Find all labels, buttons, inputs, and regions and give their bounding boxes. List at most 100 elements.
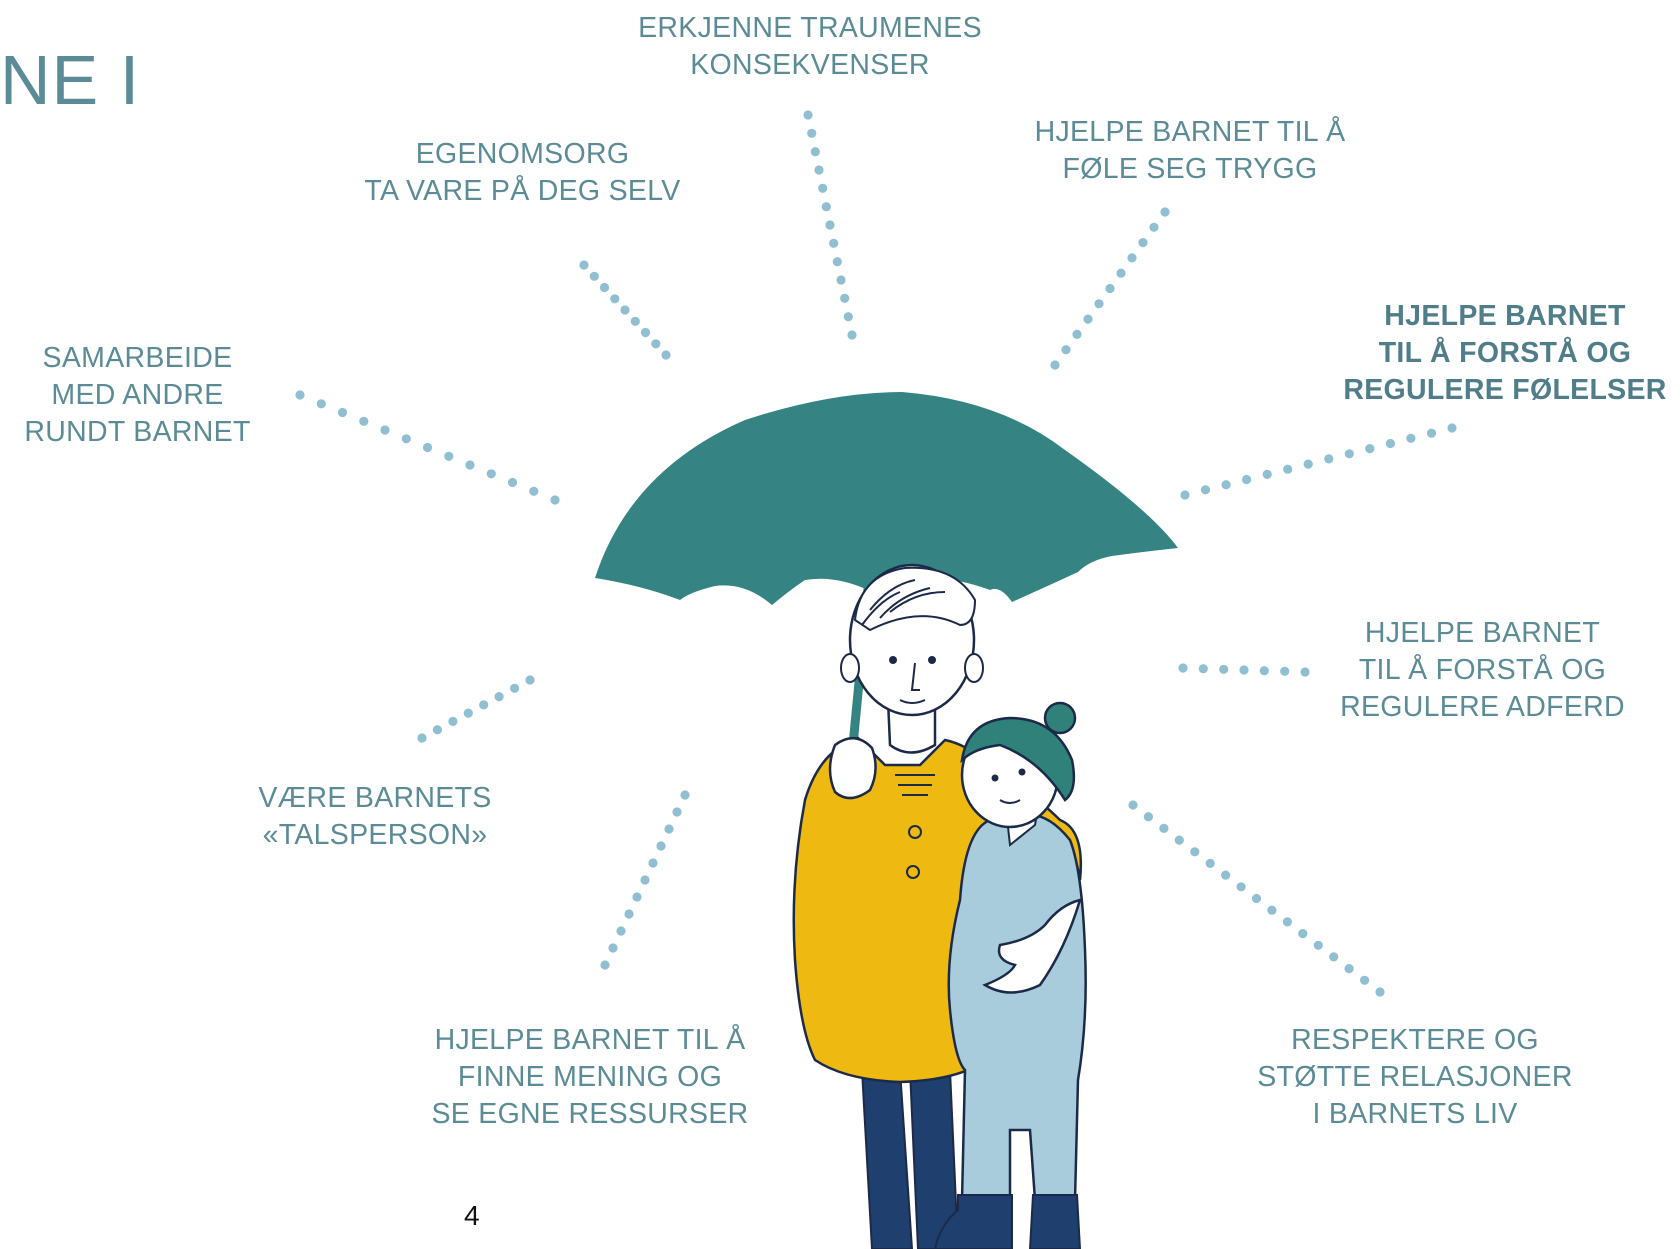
ray-talsperson-dot	[494, 692, 504, 702]
child-eye	[1018, 768, 1026, 776]
ray-mening-dot	[672, 807, 682, 817]
ray-erkjenne-dot	[843, 312, 853, 322]
label-adferd: HJELPE BARNET TIL Å FORSTÅ OG REGULERE A…	[1340, 617, 1625, 723]
ray-trygg-dot	[1072, 329, 1082, 339]
ray-adferd-dot	[1239, 665, 1249, 675]
ray-folelser-dot	[1447, 423, 1457, 433]
label-mening: HJELPE BARNET TIL Å FINNE MENING OG SE E…	[431, 1024, 749, 1130]
adult-legs	[860, 1069, 960, 1249]
ray-samarbeide-dot	[295, 390, 305, 400]
ray-trygg-dot	[1138, 238, 1148, 248]
adult-eye	[889, 656, 897, 664]
label-trygg: HJELPE BARNET TIL Å FØLE SEG TRYGG	[1034, 116, 1346, 185]
child-boots	[933, 1194, 1082, 1249]
ray-relasjoner-dot	[1143, 812, 1153, 822]
ray-egenomsorg-dot	[579, 260, 589, 270]
ray-samarbeide-dot	[507, 477, 518, 488]
ray-trygg-dot	[1105, 283, 1115, 294]
page-title: NE I	[0, 41, 141, 119]
ray-relasjoner-dot	[1190, 847, 1200, 857]
label-talsperson: VÆRE BARNETS «TALSPERSON»	[258, 782, 492, 851]
ray-samarbeide-dot	[422, 442, 433, 453]
ray-trygg-dot	[1149, 222, 1159, 232]
ray-talsperson-dot	[479, 700, 489, 710]
ray-mening-dot	[616, 926, 626, 936]
label-folelser: HJELPE BARNET TIL Å FORSTÅ OG REGULERE F…	[1343, 300, 1667, 406]
ray-talsperson-dot	[432, 725, 442, 735]
child-hat-pompom	[1043, 701, 1077, 735]
ray-egenomsorg-dot	[661, 350, 671, 360]
ray-trygg-dot	[1083, 314, 1093, 324]
child-mouth	[999, 799, 1021, 804]
adult-nose	[910, 662, 920, 691]
ray-folelser-dot	[1221, 480, 1231, 490]
ray-egenomsorg-dot	[610, 294, 620, 304]
ray-folelser-dot	[1324, 454, 1334, 464]
child-suit	[947, 813, 1087, 1202]
ray-egenomsorg-dot	[599, 282, 610, 293]
adult-hand	[828, 737, 877, 800]
ray-talsperson-dot	[448, 716, 458, 727]
ray-mening-dot	[656, 841, 666, 851]
ray-talsperson-dot	[463, 708, 473, 718]
ray-relasjoner-dot	[1282, 917, 1292, 927]
ray-folelser-dot	[1200, 485, 1211, 495]
adult-hugging-hand	[982, 898, 1082, 994]
ray-adferd-dot	[1219, 664, 1229, 674]
ray-adferd-dot	[1280, 666, 1290, 676]
ray-trygg-dot	[1094, 299, 1104, 309]
ray-erkjenne-dot	[847, 330, 857, 340]
child-eye	[991, 774, 999, 782]
ray-relasjoner-dot	[1251, 893, 1262, 904]
ray-egenomsorg-dot	[620, 305, 630, 315]
ray-relasjoner-dot	[1344, 964, 1354, 974]
ray-relasjoner-dot	[1174, 835, 1184, 845]
ray-folelser-dot	[1303, 459, 1313, 469]
hair-strokes	[861, 579, 946, 626]
ray-talsperson-dot	[509, 683, 520, 693]
ray-adferd-dot	[1178, 663, 1188, 673]
ray-erkjenne-dot	[829, 238, 839, 248]
ray-erkjenne-dot	[818, 183, 828, 193]
ray-mening-dot	[600, 960, 610, 970]
ray-relasjoner-dot	[1298, 929, 1308, 939]
ray-mening-dot	[608, 943, 618, 953]
ray-folelser-dot	[1406, 433, 1416, 443]
ray-trygg-dot	[1160, 207, 1170, 217]
ray-samarbeide-dot	[444, 451, 454, 461]
ray-relasjoner-dot	[1221, 870, 1231, 880]
adult-ear	[840, 653, 860, 683]
ray-mening-dot	[632, 892, 642, 902]
child-hat	[960, 716, 1076, 802]
ray-folelser-dot	[1180, 490, 1190, 500]
ray-trygg-dot	[1116, 268, 1126, 278]
ray-mening-dot	[648, 858, 658, 868]
ray-egenomsorg-dot	[651, 339, 661, 349]
ray-relasjoner-dot	[1236, 882, 1246, 892]
ray-relasjoner-dot	[1360, 975, 1370, 985]
ray-folelser-dot	[1283, 464, 1293, 474]
ray-adferd-dot	[1198, 664, 1208, 674]
ray-erkjenne-dot	[810, 147, 820, 157]
ray-egenomsorg-dot	[640, 327, 651, 338]
ray-relasjoner-dot	[1313, 940, 1323, 950]
ray-trygg-dot	[1127, 253, 1137, 263]
ray-trygg-dot	[1061, 345, 1071, 355]
ray-relasjoner-dot	[1375, 987, 1385, 997]
ray-egenomsorg-dot	[589, 271, 599, 281]
ray-erkjenne-dot	[803, 110, 813, 120]
ray-relasjoner-dot	[1329, 952, 1339, 962]
adult-ear	[964, 653, 984, 683]
ray-mening-dot	[624, 909, 634, 919]
label-relasjoner: RESPEKTERE OG STØTTE RELASJONER I BARNET…	[1257, 1024, 1573, 1130]
ray-erkjenne-dot	[840, 293, 850, 303]
ray-talsperson-dot	[417, 733, 427, 743]
label-samarbeide: SAMARBEIDE MED ANDRE RUNDT BARNET	[24, 342, 251, 448]
page-number: 4	[464, 1200, 480, 1231]
ray-relasjoner-dot	[1267, 905, 1277, 915]
striped-shirt	[895, 774, 935, 796]
ray-folelser-dot	[1344, 449, 1354, 459]
ray-trygg-dot	[1050, 360, 1060, 370]
coat-button	[908, 825, 922, 839]
